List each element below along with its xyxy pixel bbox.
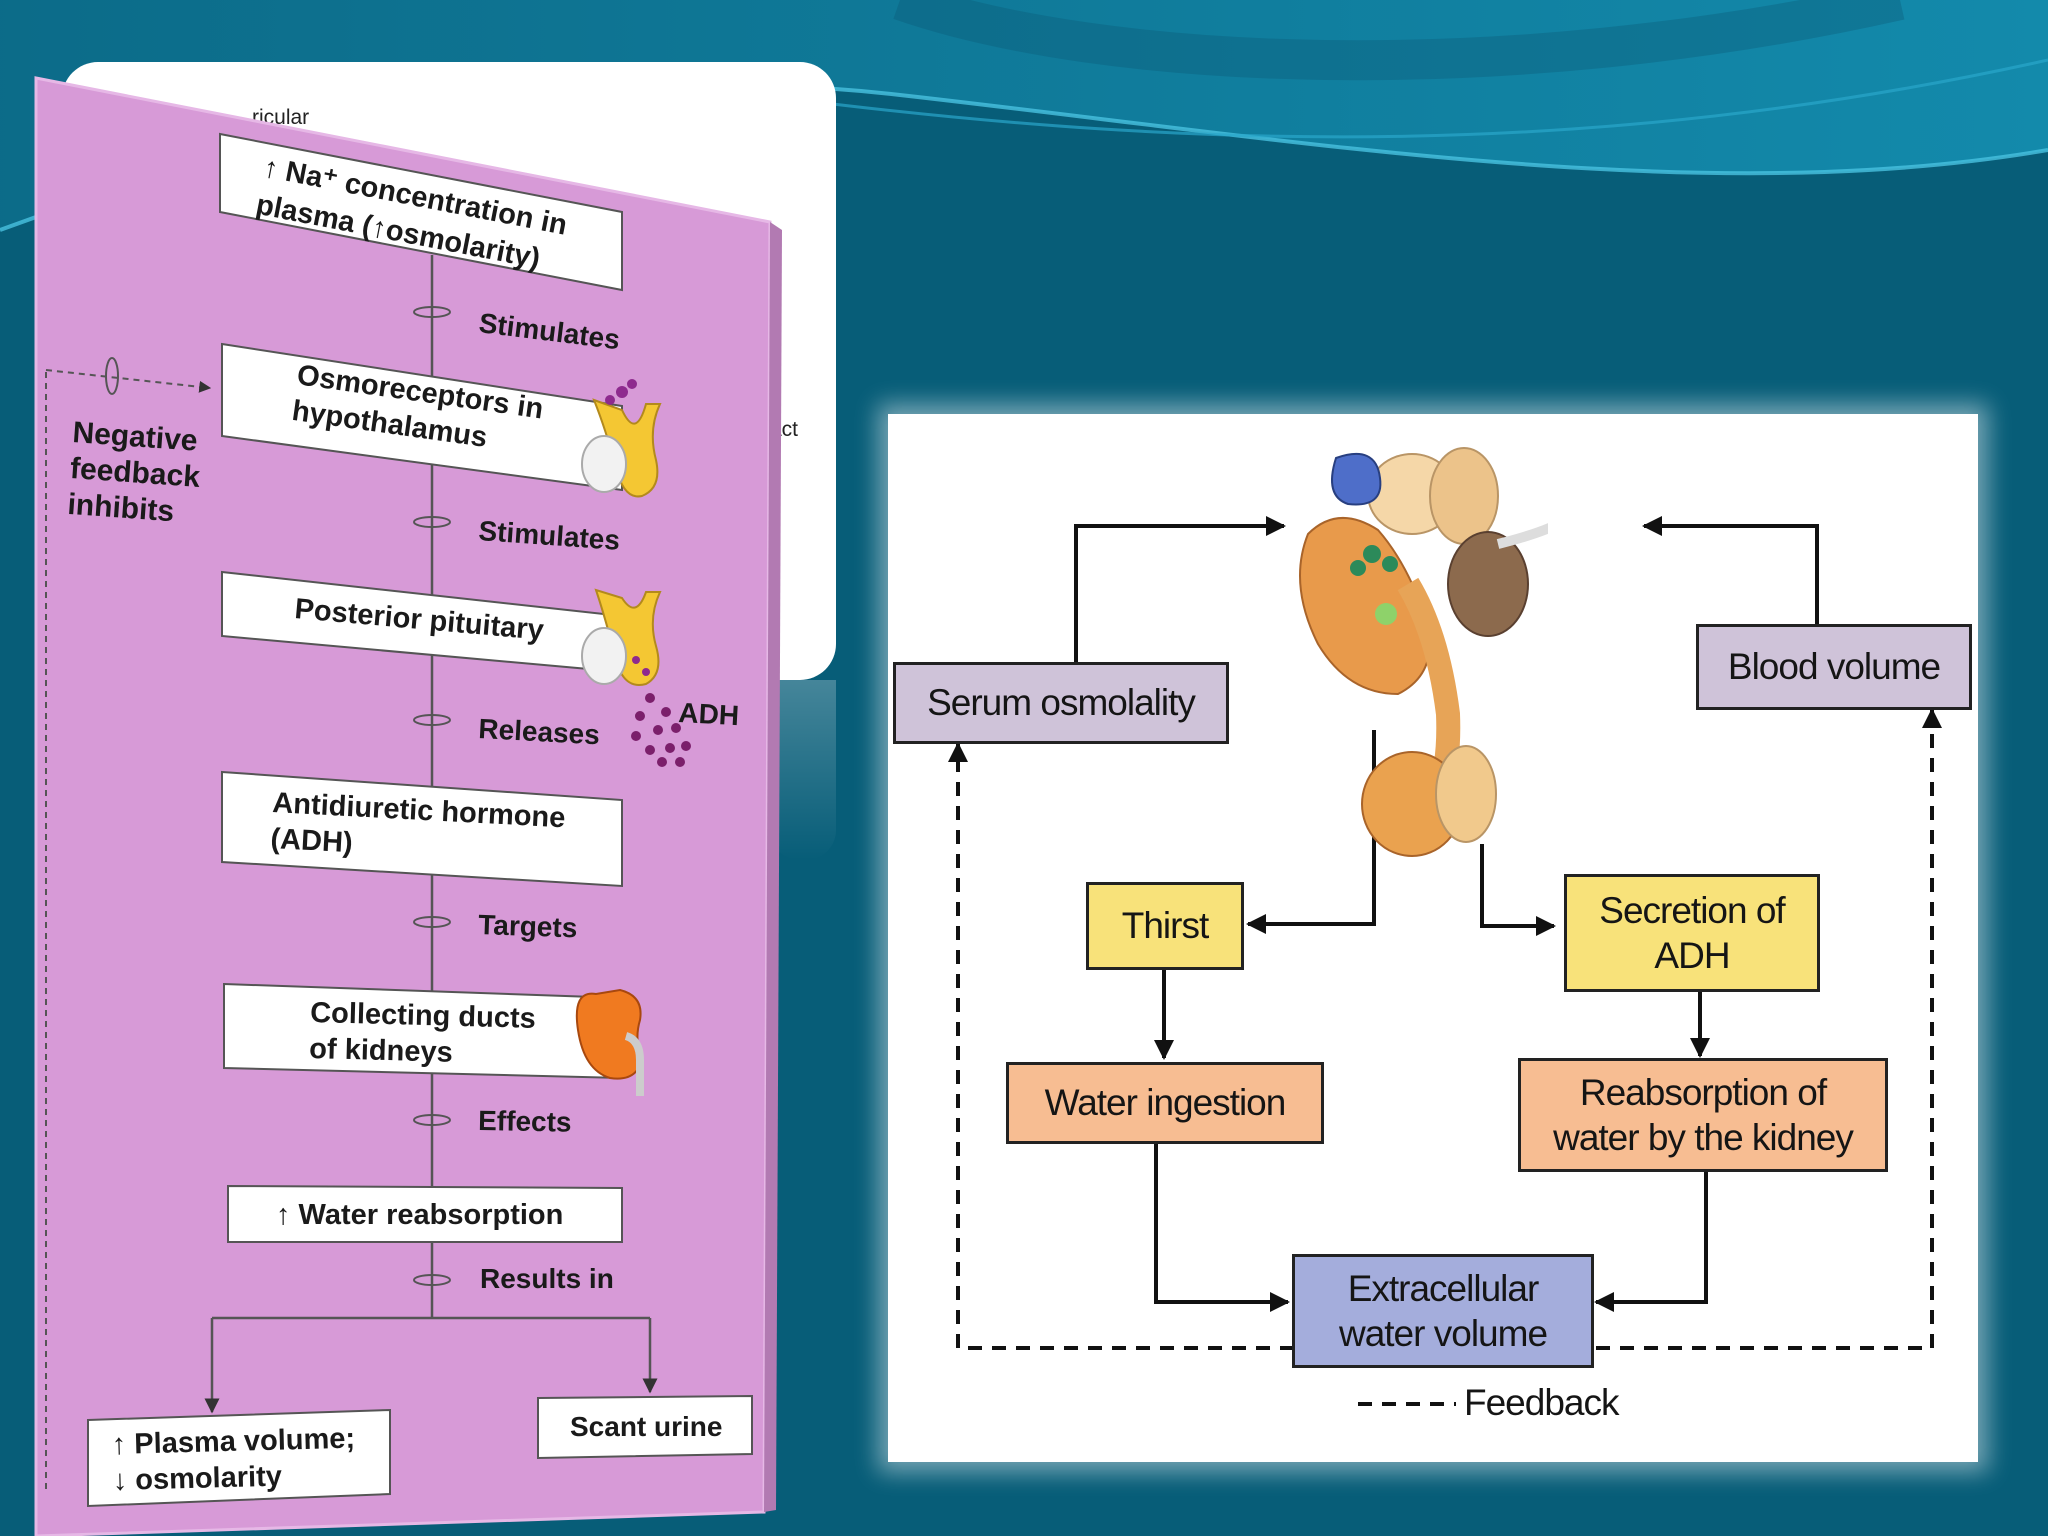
box-serum-osmolality: Serum osmolality	[893, 662, 1229, 744]
box-water-reabsorption-text: ↑ Water reabsorption	[276, 1199, 563, 1231]
connector-effects: Effects	[478, 1105, 572, 1138]
connector-results-in: Results in	[480, 1263, 614, 1294]
box-plasma-volume-line2: ↓ osmolarity	[112, 1461, 282, 1497]
hypothalamus-gland-icon	[581, 379, 662, 498]
pituitary-gland-icon	[581, 588, 662, 686]
svg-text:Collecting ducts of kidney: Collecting ducts of kidneys	[309, 997, 544, 1071]
box-reabsorption: Reabsorption of water by the kidney	[1518, 1058, 1888, 1172]
svg-text:↑ Plasma volume; ↓ osmolar: ↑ Plasma volume; ↓ osmolarity	[111, 1422, 364, 1497]
connector-targets: Targets	[478, 909, 578, 943]
box-sodium	[219, 132, 623, 292]
connector-releases: Releases	[478, 713, 601, 750]
box-water-ingestion: Water ingestion	[1006, 1062, 1324, 1144]
box-collecting-ducts-line2: of kidneys	[309, 1033, 453, 1069]
card-reflection	[770, 680, 836, 860]
box-osmoreceptors	[221, 342, 623, 492]
box-plasma-volume	[87, 1408, 391, 1508]
box-extracellular: Extracellular water volume	[1292, 1254, 1594, 1368]
box-water-reabsorption	[227, 1184, 623, 1243]
box-collecting-ducts-line1: Collecting ducts	[310, 997, 536, 1035]
box-thirst: Thirst	[1086, 882, 1244, 970]
box-adh-line2: (ADH)	[270, 823, 354, 859]
box-scant-urine	[537, 1394, 753, 1460]
right-diagram: Serum osmolality Blood volume Thirst Sec…	[888, 414, 1978, 1462]
kidney-icon	[575, 988, 644, 1096]
adh-label: ADH	[678, 697, 740, 731]
adh-dots-icon	[631, 693, 691, 767]
box-blood-volume: Blood volume	[1696, 624, 1972, 710]
legend-feedback: Feedback	[1464, 1382, 1619, 1423]
connector-marks	[413, 306, 451, 1286]
box-adh	[221, 770, 623, 888]
box-plasma-volume-line1: ↑ Plasma volume;	[111, 1423, 355, 1461]
box-scant-urine-text: Scant urine	[570, 1411, 722, 1442]
negative-feedback-line3: inhibits	[66, 488, 175, 528]
box-secretion-adh: Secretion of ADH	[1564, 874, 1820, 992]
svg-text:Negative feedback inhi: Negative feedback inhibits	[66, 416, 211, 530]
hypothalamus-pituitary-illustration	[1299, 447, 1548, 857]
svg-text:Osmoreceptors in hypothala: Osmoreceptors in hypothalamus	[290, 359, 553, 462]
